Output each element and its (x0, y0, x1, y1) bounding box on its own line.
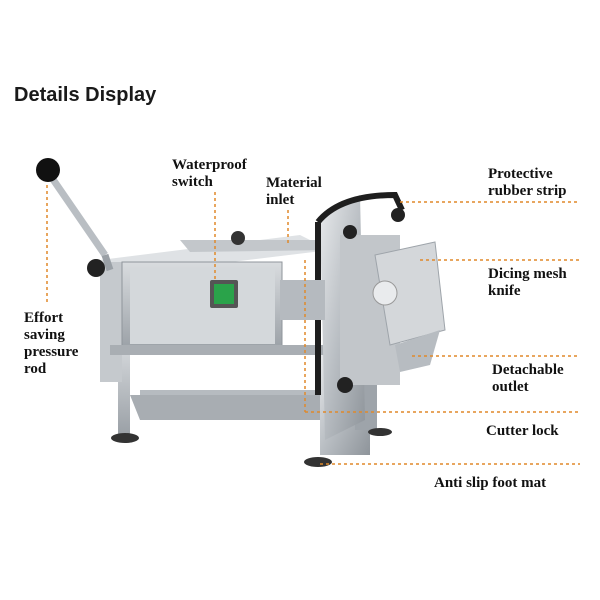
label-effort-saving-rod: Effort saving pressure rod (24, 310, 79, 377)
dicing-knife-outlet (372, 241, 446, 372)
cutter-frame (280, 191, 405, 440)
handle-knob-icon (36, 158, 60, 182)
label-dicing-mesh-knife: Dicing mesh knife (488, 266, 567, 299)
leader-lines (46, 185, 580, 465)
pressure-rod (36, 158, 114, 277)
label-waterproof-switch: Waterproof switch (172, 157, 247, 190)
anti-slip-feet (111, 428, 392, 467)
label-material-inlet: Material inlet (266, 175, 322, 208)
page-title: Details Display (14, 84, 157, 106)
label-cutter-lock: Cutter lock (486, 423, 559, 439)
label-protective-rubber-strip: Protective rubber strip (488, 166, 567, 199)
waterproof-switch (210, 280, 238, 308)
label-anti-slip-foot-mat: Anti slip foot mat (434, 475, 547, 491)
label-detachable-outlet: Detachable outlet (492, 362, 564, 395)
inlet-knob-icon (231, 231, 245, 245)
